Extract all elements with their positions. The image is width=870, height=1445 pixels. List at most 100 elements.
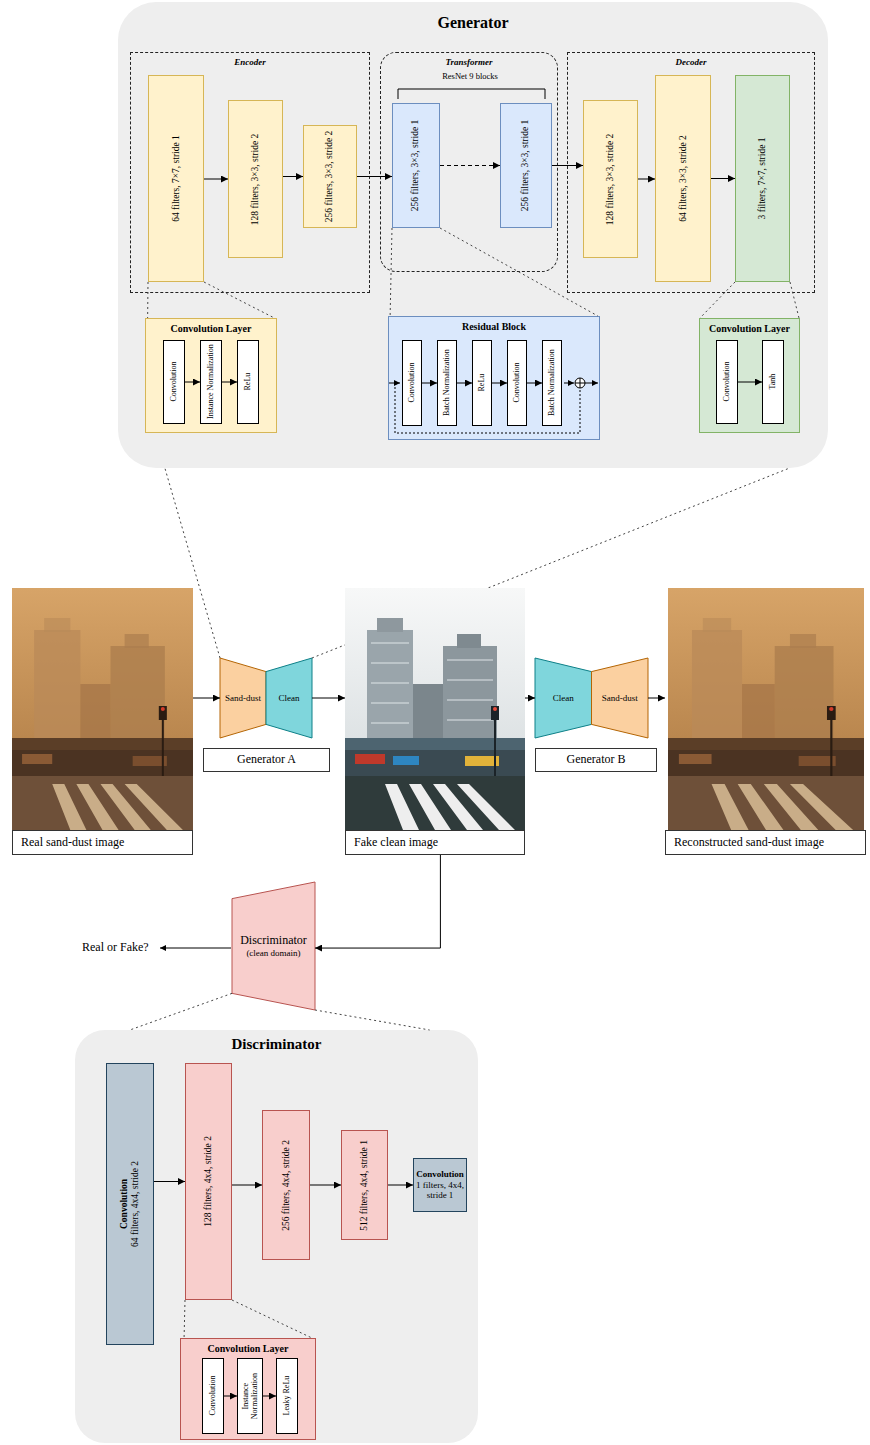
node-text: Convolution — [512, 344, 521, 422]
node-text: Batch Normalization — [442, 344, 451, 422]
node-text: Discriminator — [236, 934, 311, 948]
text-holder: Convolution — [722, 344, 731, 420]
node-text: Clean — [553, 693, 574, 703]
image-panel: Reconstructed sand-dust image — [665, 588, 866, 855]
flow-arrow — [154, 1181, 185, 1182]
text-holder: Convolution — [169, 344, 178, 420]
text-holder: Sand-dust — [220, 658, 266, 738]
text-holder: Discriminator(clean domain) — [236, 934, 311, 958]
node-text: Clean — [279, 693, 300, 703]
decision-arrow — [160, 948, 231, 949]
text-holder: 512 filters, 4x4, stride 1 — [359, 1140, 370, 1231]
node-text: Convolution Layer — [208, 1343, 289, 1355]
deconv-block: 64 filters, 3×3, stride 2 — [655, 75, 711, 282]
label-holder: ResNet 9 blocks — [400, 72, 540, 82]
flow-arrow — [422, 383, 437, 384]
node-text: Convolution — [416, 1169, 464, 1179]
text-holder: 3 filters, 7×7, stride 1 — [757, 138, 768, 220]
node-text: ReLu — [243, 344, 252, 420]
node-text: 64 filters, 7×7, stride 1 — [171, 135, 182, 222]
sum-symbol — [575, 378, 585, 388]
text-holder: 64 filters, 3×3, stride 2 — [678, 135, 689, 222]
zoom-guide-line — [130, 993, 232, 1030]
flow-arrow — [711, 178, 735, 179]
node-text: Batch Normalization — [547, 344, 556, 422]
generator-half — [266, 658, 312, 738]
node-text: Convolution — [722, 344, 731, 420]
connector-group — [130, 166, 799, 1397]
zoom-guide-line — [440, 228, 598, 316]
text-holder: Tanh — [768, 344, 777, 420]
operation-box: Convolution — [202, 1358, 224, 1434]
node-text: 64 filters, 3×3, stride 2 — [678, 135, 689, 222]
node-text: Fake clean image — [354, 836, 438, 850]
operation-box: ReLu — [472, 340, 492, 426]
layer-detail-box: Convolution Tanh Convolution Layer — [699, 318, 800, 433]
node-text: Sand-dust — [602, 693, 638, 703]
zoom-guide-line — [232, 1300, 312, 1338]
node-text: Convolution Layer — [709, 323, 790, 335]
operation-box: Tanh — [762, 340, 784, 424]
operation-box: Convolution — [716, 340, 738, 424]
operation-box: Convolution — [507, 340, 527, 426]
flow-arrow — [193, 698, 220, 699]
zoom-guide-line — [165, 468, 220, 658]
text-holder: 256 filters, 3×3, stride 1 — [411, 120, 422, 211]
text-holder: Batch Normalization — [547, 344, 556, 422]
operation-box: Instance Normalization — [237, 1358, 263, 1434]
sand-dust-photo — [12, 588, 193, 830]
output-conv-block: 3 filters, 7×7, stride 1 — [735, 75, 790, 282]
conv-block: 64 filters, 7×7, stride 1 — [148, 75, 204, 282]
node-text: Leaky ReLu — [282, 1362, 291, 1430]
node-text: 512 filters, 4x4, stride 1 — [359, 1140, 370, 1231]
encoder-group: 64 filters, 7×7, stride 1 128 filters, 3×… — [130, 52, 370, 293]
text-holder: ReLu — [243, 344, 252, 420]
node-text: 3 filters, 7×7, stride 1 — [757, 138, 768, 220]
node-text: 128 filters, 3×3, stride 2 — [250, 133, 261, 224]
zoom-guide-line — [312, 468, 790, 658]
flow-arrow — [357, 176, 392, 177]
operation-box: Leaky ReLu — [276, 1358, 298, 1434]
name-box: Generator B — [535, 748, 657, 772]
node-text: Convolution — [407, 344, 416, 422]
text-holder: Convolution64 filters, 4x4, stride 2 — [119, 1161, 141, 1247]
zoom-guide-line — [184, 1300, 186, 1338]
flow-arrow — [440, 165, 500, 166]
decoder-group: 128 filters, 3×3, stride 264 filters, 3×… — [567, 52, 815, 293]
layer-detail-box: Convolution Instance Normalization Leaky R… — [180, 1338, 316, 1440]
residual-block: 256 filters, 3×3, stride 1 — [392, 103, 440, 228]
text-holder: 256 filters, 3×3, stride 2 — [325, 131, 336, 222]
text-holder: Batch Normalization — [442, 344, 451, 422]
node-text: 256 filters, 4x4, stride 2 — [281, 1140, 292, 1231]
text-holder: 256 filters, 3×3, stride 1 — [521, 120, 532, 211]
node-text: (clean domain) — [236, 948, 311, 958]
text-holder: Convolution — [208, 1362, 217, 1430]
text-holder: Convolution — [407, 344, 416, 422]
flow-arrow — [283, 176, 303, 177]
flow-arrow — [552, 165, 583, 166]
node-text: Tanh — [768, 344, 777, 420]
zoom-guide-line — [790, 282, 799, 318]
operation-box: Batch Normalization — [437, 340, 457, 426]
node-text: ReLu — [477, 344, 486, 422]
generator-shape: Clean Sand-dust — [535, 658, 648, 738]
node-text: Discriminator — [232, 1036, 322, 1053]
conv-block: 128 filters, 3×3, stride 2 — [228, 100, 283, 258]
text-holder: 128 filters, 3×3, stride 2 — [250, 133, 261, 224]
generator-shape: Sand-dust Clean — [220, 658, 312, 738]
flow-arrow — [638, 179, 655, 180]
text-holder: Generator A — [205, 753, 328, 767]
flow-arrow — [232, 1185, 262, 1186]
flow-arrow — [457, 383, 472, 384]
text-holder: Clean — [535, 658, 592, 738]
generator-half — [592, 658, 649, 738]
flow-arrow — [648, 698, 665, 699]
node-text: Convolution — [208, 1362, 217, 1430]
layer-detail-box: ConvolutionInstance NormalizationReLuCon… — [145, 318, 277, 433]
node-text: Generator A — [205, 753, 328, 767]
node-text: Sand-dust — [225, 693, 261, 703]
node-text: 256 filters, 3×3, stride 2 — [325, 131, 336, 222]
caption-box: Fake clean image — [345, 830, 525, 855]
bracket — [398, 89, 545, 99]
